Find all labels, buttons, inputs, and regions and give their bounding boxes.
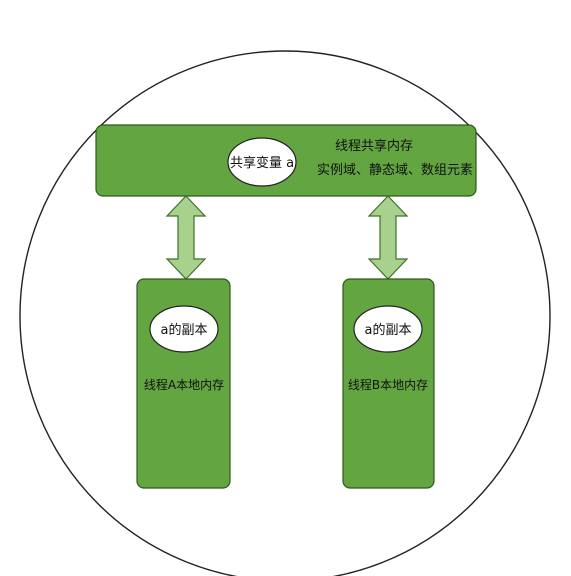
thread-b-copy-ellipse: [353, 305, 423, 353]
thread-a-copy-label: a的副本: [161, 322, 208, 338]
thread-b-copy-label: a的副本: [365, 322, 412, 338]
thread-b-local-memory: a的副本 线程B本地内存: [342, 278, 435, 489]
thread-a-local-memory: a的副本 线程A本地内存: [136, 278, 231, 489]
shared-memory-box: 共享变量 a 线程共享内存 实例域、静态域、数组元素: [95, 124, 477, 197]
thread-b-memory-label: 线程B本地内存: [348, 377, 428, 392]
thread-a-memory-label: 线程A本地内存: [144, 377, 224, 392]
shared-memory-subtitle: 实例域、静态域、数组元素: [317, 163, 473, 178]
shared-memory-title: 线程共享内存: [335, 138, 413, 154]
shared-variable-ellipse: [227, 137, 297, 187]
shared-variable-label: 共享变量 a: [230, 155, 294, 171]
thread-a-copy-ellipse: [149, 305, 219, 353]
